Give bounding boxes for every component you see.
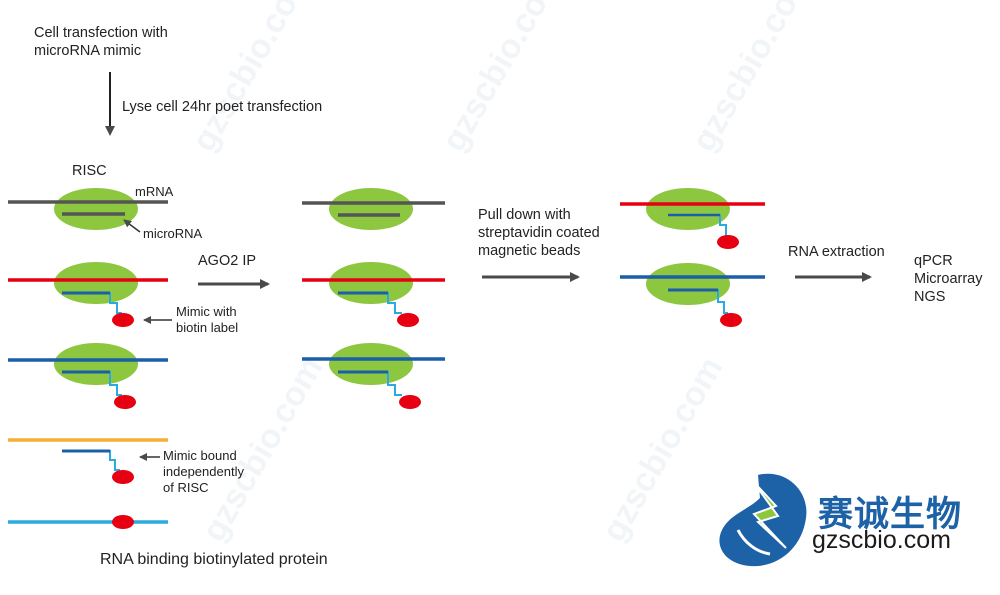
pulldown-complex-red [620,188,765,249]
pulldown-label: Pull down with streptavidin coated magne… [478,207,600,259]
rna-extraction-label: RNA extraction [788,244,885,260]
biotin-bead [112,515,134,529]
biotin-bead [112,313,134,327]
ip-complex-red [302,262,445,327]
ip-complex-grey [302,188,445,230]
ip-complex-blue [302,343,445,409]
transfection-label: Cell transfection with microRNA mimic [34,25,168,59]
brand-url: gzscbio.com [812,526,951,554]
brand-logo-icon [719,473,807,567]
outputs-label: qPCR Microarray NGS [914,253,983,305]
ago2-label: AGO2 IP [198,253,257,269]
microrna-label: microRNA [143,226,203,241]
microrna-pointer [123,219,141,233]
pulldown-complex-blue [620,263,765,327]
biotin-bead [112,470,134,484]
risc-complex-grey [8,188,168,230]
biotin-bead [114,395,136,409]
risc-label: RISC [72,163,107,179]
lyse-label: Lyse cell 24hr poet transfection [122,99,323,115]
mimic-independent [8,438,168,484]
rna-binding-protein [8,515,168,529]
risc-complex-blue [8,343,168,409]
brand-name: 赛诚生物 [818,495,963,534]
rbp-label: RNA binding biotinylated protein [100,551,328,568]
mimic-biotin-label: Mimic with biotin label [176,304,239,335]
risc-complex-red [8,262,168,327]
mrna-label: mRNA [135,184,174,199]
biotin-bead [399,395,421,409]
biotin-bead [717,235,739,249]
mimic-indep-label: Mimic bound independently of RISC [163,448,244,495]
biotin-bead [397,313,419,327]
biotin-bead [720,313,742,327]
